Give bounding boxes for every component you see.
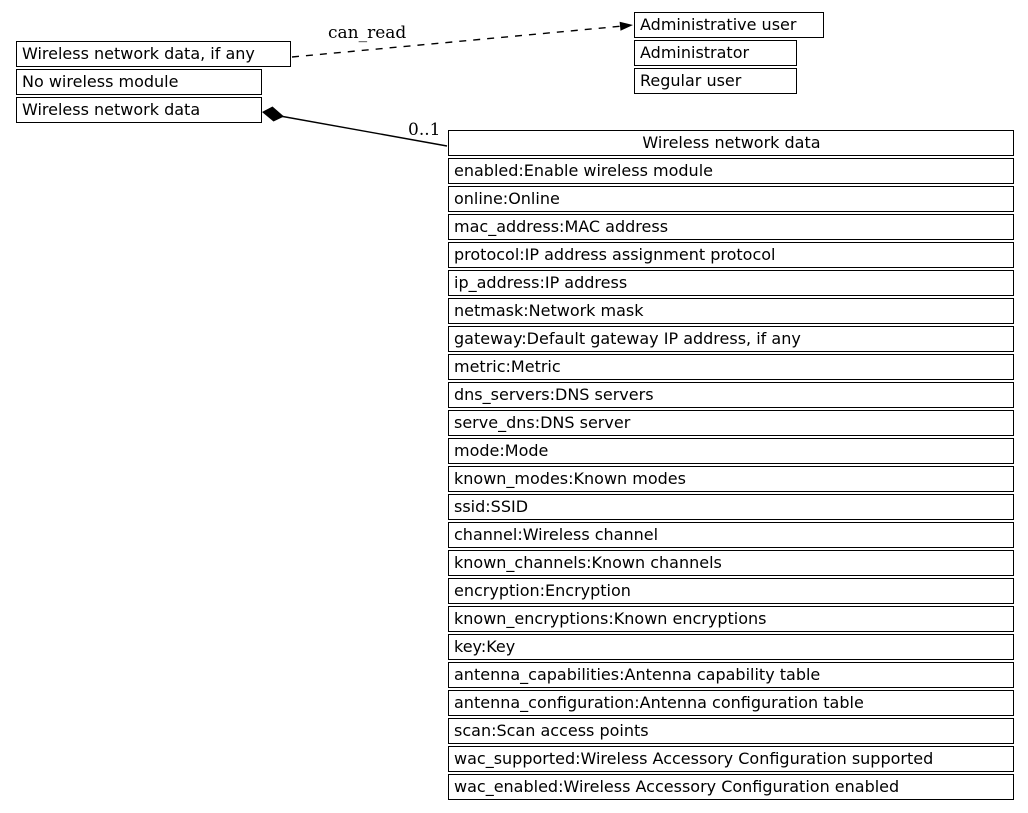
attribute-row: antenna_capabilities:Antenna capability … — [448, 662, 1014, 688]
attribute-row: metric:Metric — [448, 354, 1014, 380]
user-row-regular-user: Regular user — [634, 68, 797, 94]
attribute-row: scan:Scan access points — [448, 718, 1014, 744]
attribute-row: channel:Wireless channel — [448, 522, 1014, 548]
attribute-row: wac_enabled:Wireless Accessory Configura… — [448, 774, 1014, 800]
arrowhead-icon — [619, 21, 633, 31]
attribute-row: antenna_configuration:Antenna configurat… — [448, 690, 1014, 716]
attribute-row: enabled:Enable wireless module — [448, 158, 1014, 184]
user-row-administrative-user: Administrative user — [634, 12, 824, 38]
attribute-row: encryption:Encryption — [448, 578, 1014, 604]
ui-group-row-wireless-network-data: Wireless network data — [16, 97, 262, 123]
attribute-row: online:Online — [448, 186, 1014, 212]
user-row-administrator: Administrator — [634, 40, 797, 66]
attribute-row: ssid:SSID — [448, 494, 1014, 520]
ui-group-row-no-wireless-module: No wireless module — [16, 69, 262, 95]
edge-label-multiplicity: 0..1 — [408, 120, 441, 140]
attribute-row: mac_address:MAC address — [448, 214, 1014, 240]
attribute-row: protocol:IP address assignment protocol — [448, 242, 1014, 268]
attribute-row: netmask:Network mask — [448, 298, 1014, 324]
diamond-icon — [262, 106, 284, 122]
attribute-row: known_modes:Known modes — [448, 466, 1014, 492]
attribute-row: serve_dns:DNS server — [448, 410, 1014, 436]
attribute-row: wac_supported:Wireless Accessory Configu… — [448, 746, 1014, 772]
attribute-row: dns_servers:DNS servers — [448, 382, 1014, 408]
edge-label-can-read: can_read — [328, 23, 407, 43]
attribute-row: gateway:Default gateway IP address, if a… — [448, 326, 1014, 352]
attribute-row: ip_address:IP address — [448, 270, 1014, 296]
attribute-row: mode:Mode — [448, 438, 1014, 464]
class-node-title: Wireless network data — [448, 130, 1014, 156]
can-read-edge — [291, 21, 633, 58]
ui-group-row-wireless-if-any: Wireless network data, if any — [16, 41, 291, 67]
composition-edge — [262, 106, 448, 147]
attribute-row: known_encryptions:Known encryptions — [448, 606, 1014, 632]
attribute-row: key:Key — [448, 634, 1014, 660]
attribute-row: known_channels:Known channels — [448, 550, 1014, 576]
